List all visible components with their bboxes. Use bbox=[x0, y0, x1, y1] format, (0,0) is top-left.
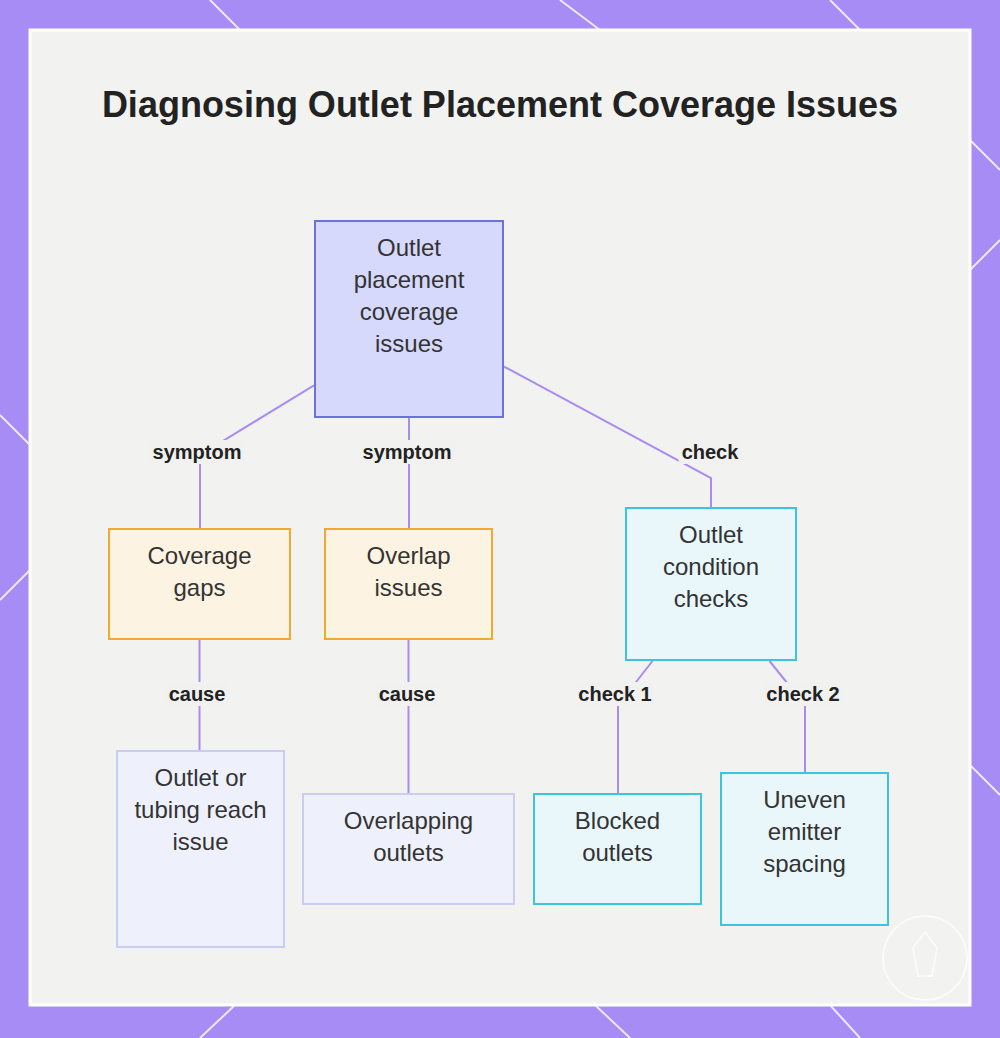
connector bbox=[618, 661, 653, 793]
root-box: Outlet placement coverage issues bbox=[314, 220, 504, 418]
watermark-logo bbox=[883, 916, 967, 1000]
check-box: Uneven emitter spacing bbox=[720, 772, 889, 926]
node-label: Outlet or tubing reach issue bbox=[130, 762, 271, 858]
node-label: Coverage gaps bbox=[122, 540, 277, 604]
edge-label: check bbox=[679, 440, 742, 464]
edge-label: cause bbox=[166, 682, 229, 706]
cause-box: Overlapping outlets bbox=[302, 793, 515, 905]
connector bbox=[504, 367, 711, 507]
diagram-title: Diagnosing Outlet Placement Coverage Iss… bbox=[100, 80, 900, 130]
connector bbox=[769, 661, 805, 772]
symptom-box: Overlap issues bbox=[324, 528, 493, 640]
node-label: Overlapping outlets bbox=[316, 805, 501, 869]
node-label: Blocked outlets bbox=[547, 805, 688, 869]
check-box: Blocked outlets bbox=[533, 793, 702, 905]
node-label: Overlap issues bbox=[338, 540, 479, 604]
cause-box: Outlet or tubing reach issue bbox=[116, 750, 285, 948]
edge-label: check 2 bbox=[763, 682, 842, 706]
symptom-box: Coverage gaps bbox=[108, 528, 291, 640]
edge-label: cause bbox=[376, 682, 439, 706]
connector bbox=[408, 418, 410, 528]
node-label: Outlet condition checks bbox=[639, 519, 783, 615]
connector bbox=[408, 640, 410, 793]
edge-label: symptom bbox=[360, 440, 455, 464]
node-label: Outlet placement coverage issues bbox=[328, 232, 490, 360]
panel bbox=[30, 30, 970, 1005]
edge-label: check 1 bbox=[575, 682, 654, 706]
edge-label: symptom bbox=[150, 440, 245, 464]
node-label: Uneven emitter spacing bbox=[734, 784, 875, 880]
check-box: Outlet condition checks bbox=[625, 507, 797, 661]
